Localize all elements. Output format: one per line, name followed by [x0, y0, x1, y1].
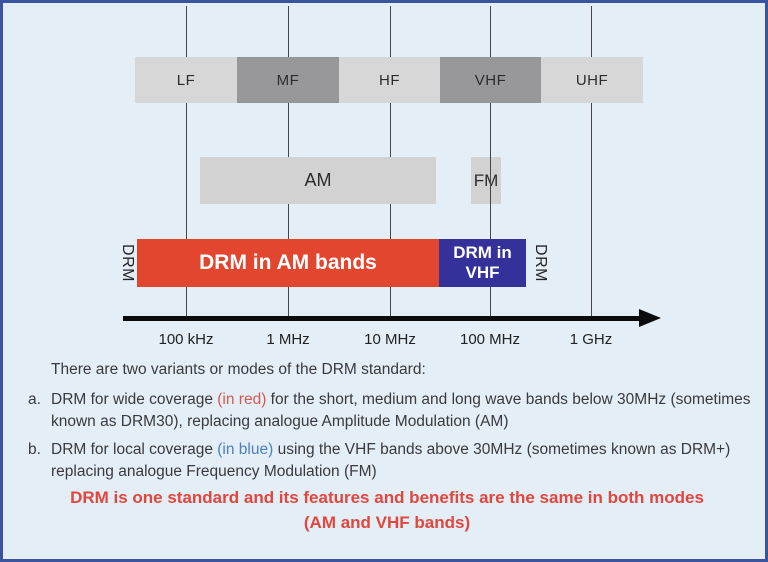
drm-rotated-label-left: DRM [119, 244, 136, 282]
frequency-axis-arrowhead-icon [639, 309, 661, 327]
band-box-mf: MF [237, 57, 339, 103]
band-box-hf: HF [339, 57, 440, 103]
axis-tick-label-100mhz: 100 MHz [459, 331, 521, 348]
list-item-a-text: DRM for wide coverage (in red) for the s… [51, 389, 751, 433]
frequency-gridline-100khz [186, 6, 187, 321]
band-label-vhf: VHF [474, 71, 507, 89]
item-b-in-blue-highlight: (in blue) [217, 441, 274, 458]
frequency-axis-line [123, 316, 643, 321]
list-item-b: b. DRM for local coverage (in blue) usin… [28, 439, 751, 483]
drm-in-vhf-label: DRM in VHF [453, 243, 512, 282]
item-b-pre: DRM for local coverage [51, 441, 218, 458]
band-box-vhf: VHF [440, 57, 541, 103]
item-b-post: using the VHF bands above 30MHz (sometim… [51, 441, 731, 480]
item-a-pre: DRM for wide coverage [51, 391, 218, 408]
item-a-in-red-highlight: (in red) [217, 391, 267, 408]
axis-tick-label-1mhz: 1 MHz [266, 331, 310, 348]
axis-tick-label-10mhz: 10 MHz [364, 331, 416, 348]
drm-in-vhf-bar: DRM in VHF [439, 239, 526, 287]
fm-band-label: FM [473, 170, 499, 190]
axis-tick-label-100khz: 100 kHz [158, 331, 214, 348]
list-item-b-marker: b. [28, 441, 41, 458]
band-label-hf: HF [379, 71, 400, 89]
frequency-gridline-1ghz [591, 6, 592, 321]
band-box-lf: LF [135, 57, 237, 103]
drm-in-am-bands-bar: DRM in AM bands [137, 239, 439, 287]
list-item-a-marker: a. [28, 391, 41, 408]
frequency-gridline-100mhz [490, 6, 491, 321]
band-label-lf: LF [176, 71, 196, 89]
list-item-a: a. DRM for wide coverage (in red) for th… [28, 389, 751, 433]
band-label-uhf: UHF [575, 71, 609, 89]
intro-text: There are two variants or modes of the D… [51, 361, 426, 378]
footer-emphasis-line1: DRM is one standard and its features and… [70, 488, 704, 507]
footer-emphasis-line2: (AM and VHF bands) [303, 513, 471, 532]
drm-in-am-bands-label: DRM in AM bands [199, 251, 377, 274]
am-band-label: AM [304, 170, 332, 190]
am-band-box: AM [200, 157, 436, 204]
item-a-post: for the short, medium and long wave band… [51, 391, 751, 430]
footer-emphasis: DRM is one standard and its features and… [3, 485, 765, 535]
fm-band-box: FM [471, 157, 501, 204]
band-label-mf: MF [276, 71, 300, 89]
list-item-b-text: DRM for local coverage (in blue) using t… [51, 439, 751, 483]
axis-tick-label-1ghz: 1 GHz [569, 331, 613, 348]
drm-rotated-label-right: DRM [532, 244, 549, 282]
band-box-uhf: UHF [541, 57, 643, 103]
